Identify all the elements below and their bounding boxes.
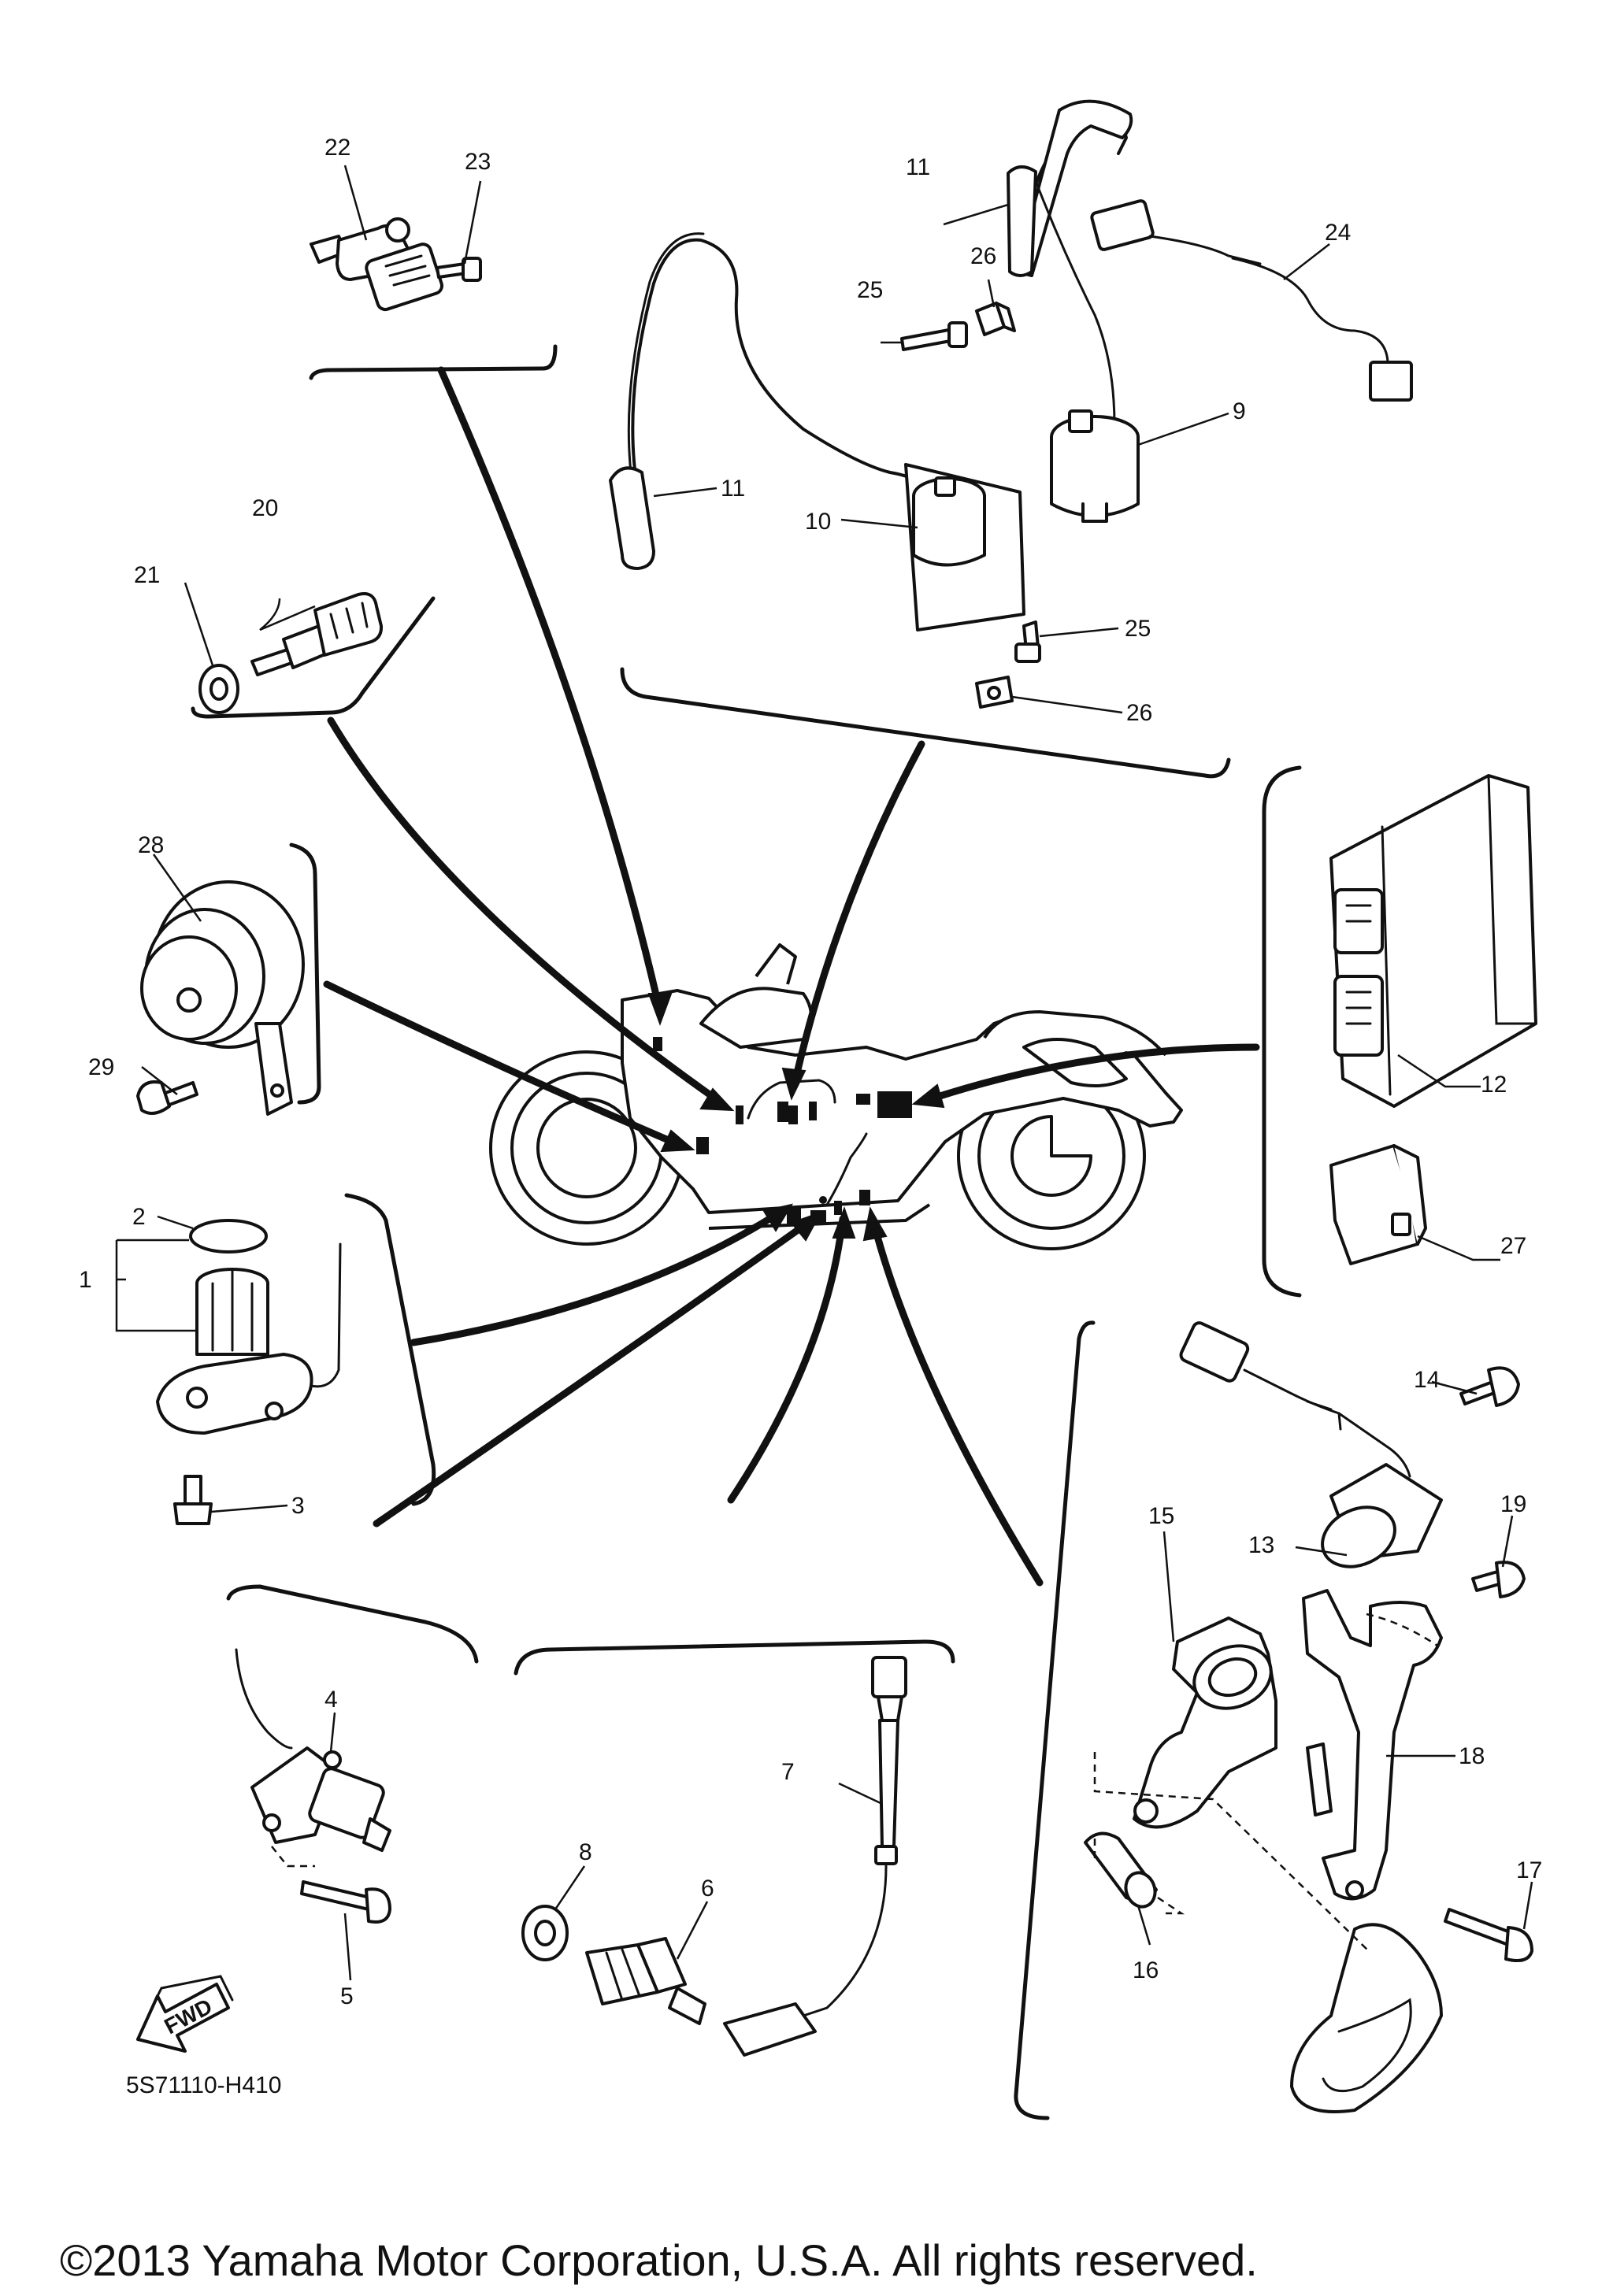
- copyright-notice: ©2013 Yamaha Motor Corporation, U.S.A. A…: [60, 2235, 1258, 2285]
- part-25-bolt-upper: [900, 321, 968, 351]
- callout-19: 19: [1500, 1491, 1526, 1517]
- callout-23: 23: [465, 149, 491, 175]
- part-14-bolt: [1459, 1366, 1520, 1407]
- callout-15: 15: [1148, 1503, 1174, 1529]
- callout-14: 14: [1414, 1367, 1440, 1393]
- callout-8: 8: [579, 1839, 592, 1865]
- callout-12: 12: [1481, 1072, 1507, 1098]
- part-26-nut-upper: [975, 302, 1016, 336]
- callout-11-upper: 11: [906, 154, 930, 180]
- callout-20: 20: [252, 495, 278, 521]
- part-23-bolt: [436, 257, 482, 282]
- part-11-plug-cap-right: [1007, 99, 1133, 427]
- part-4-sensor: [235, 1648, 391, 1852]
- callout-17: 17: [1516, 1857, 1542, 1883]
- part-16-collar: [1084, 1831, 1158, 1909]
- part-1-sensor: [156, 1242, 342, 1435]
- part-13-speed-sensor: [1179, 1321, 1443, 1568]
- part-15-cover: [1133, 1616, 1277, 1829]
- callout-28: 28: [138, 832, 164, 858]
- callout-26-lower: 26: [1126, 700, 1152, 726]
- callout-numbers: 22 23 20 21 11 26 25 11 10 9 24 25 26 12…: [79, 135, 1542, 2009]
- drawing-code: 5S71110-H410: [126, 2072, 281, 2098]
- part-18-bracket: [1290, 1589, 1443, 2113]
- callout-13: 13: [1248, 1532, 1274, 1558]
- callout-16: 16: [1133, 1957, 1159, 1983]
- part-6-switch: [585, 1937, 706, 2025]
- part-26-nut-lower: [975, 676, 1014, 709]
- part-28-horn: [140, 880, 305, 1116]
- callout-7: 7: [781, 1759, 795, 1785]
- part-8-washer: [521, 1905, 569, 1961]
- part-7-lead: [723, 1656, 907, 2057]
- part-27-relay: [1329, 1144, 1427, 1265]
- part-5-bolt: [271, 1846, 391, 1924]
- callout-24: 24: [1325, 220, 1351, 246]
- callout-25-upper: 25: [857, 277, 883, 303]
- callout-26-upper: 26: [970, 243, 996, 269]
- leader-lines: [115, 165, 1533, 1981]
- callout-21: 21: [134, 562, 160, 588]
- part-3-bolt: [173, 1475, 213, 1525]
- callout-25-lower: 25: [1125, 616, 1151, 642]
- part-19-bolt: [1471, 1561, 1526, 1598]
- callout-22: 22: [324, 135, 350, 161]
- part-12-ecu: [1329, 774, 1537, 1108]
- callout-3: 3: [291, 1493, 305, 1519]
- part-10-ignition-coil: [904, 463, 1025, 631]
- callout-6: 6: [701, 1876, 714, 1902]
- fwd-arrow-icon: FWD: [136, 1975, 234, 2053]
- part-9-ignition-coil: [1050, 409, 1140, 523]
- callout-9: 9: [1233, 398, 1246, 424]
- part-20-temp-sensor: [250, 592, 384, 676]
- part-17-bolt: [1444, 1908, 1533, 1962]
- connector-lines: [323, 366, 1260, 1587]
- callout-11-lower: 11: [721, 476, 745, 502]
- part-24-lead-wire: [1090, 199, 1413, 402]
- callout-27: 27: [1500, 1233, 1526, 1259]
- motorcycle-silhouette: [489, 943, 1183, 1250]
- part-25-bolt-lower: [1014, 620, 1041, 663]
- callout-18: 18: [1459, 1743, 1485, 1769]
- group-brackets: [191, 344, 1302, 2120]
- callout-29: 29: [88, 1054, 114, 1080]
- callout-2: 2: [132, 1204, 146, 1230]
- callout-5: 5: [340, 1983, 354, 2009]
- part-11-plug-cap-left: [609, 232, 943, 570]
- part-29-bolt: [136, 1080, 198, 1115]
- part-21-washer: [198, 664, 239, 714]
- assembly-guide-lines: [1093, 1752, 1371, 1953]
- callout-10: 10: [805, 509, 831, 535]
- part-22-sensor: [310, 217, 444, 312]
- callout-1: 1: [79, 1267, 92, 1293]
- callout-4: 4: [324, 1687, 338, 1713]
- part-2-o-ring: [189, 1219, 268, 1254]
